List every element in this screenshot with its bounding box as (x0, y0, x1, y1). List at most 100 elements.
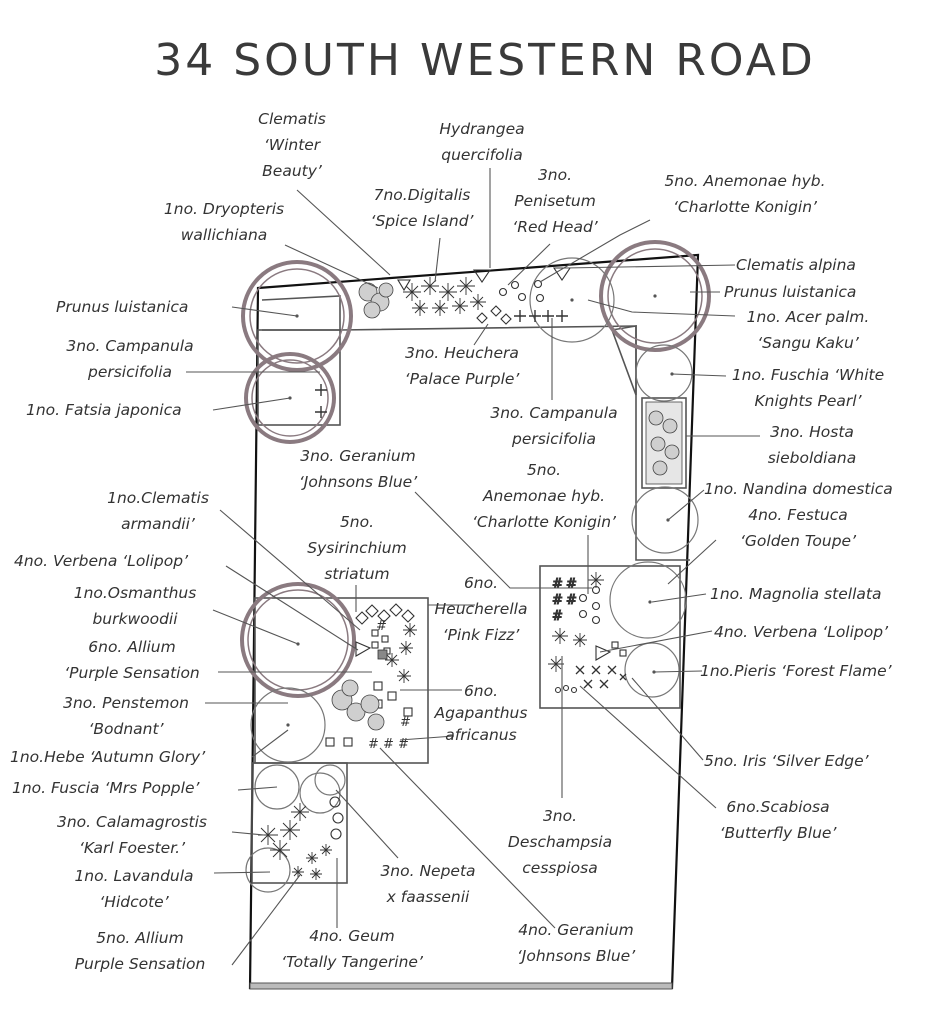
svg-text:#: # (383, 737, 394, 752)
plant-label-line: 4no. Geranium (518, 921, 634, 939)
plant-label-line: 6no.Scabiosa (726, 798, 829, 816)
plant-label-line: 1no. Lavandula (74, 867, 193, 885)
plant-label-line: 5no. Anemonae hyb. (664, 172, 825, 190)
plant-label-festuca: 4no. Festuca‘Golden Toupe’ (740, 506, 857, 550)
plant-label-line: Prunus luistanica (724, 283, 856, 301)
plant-label-line: ‘Charlotte Konigin’ (673, 198, 818, 216)
plant-label-geranium-top: 3no. Geranium ‘Johnsons Blue’ (299, 447, 418, 491)
plant-label-line: 5no. Iris ‘Silver Edge’ (704, 752, 870, 770)
plant-label-line: 4no. Geum (309, 927, 395, 945)
plant-label-line: 3no. (538, 166, 572, 184)
prunus-right-canopy (599, 240, 711, 352)
plant-label-line: 4no. Verbena ‘Lolipop’ (714, 623, 889, 641)
plant-label-line: 6no. (464, 574, 498, 592)
plant-label-line: ‘Red Head’ (512, 218, 599, 236)
plant-label-line: ‘Sangu Kaku’ (757, 334, 860, 352)
svg-text:#: # (376, 619, 387, 634)
acer-canopy (529, 257, 615, 343)
plant-label-heuchera: 3no. Heuchera‘Palace Purple’ (405, 344, 521, 388)
fuschia-white-canopy (635, 344, 693, 402)
plant-label-magnolia: 1no. Magnolia stellata (710, 585, 881, 603)
plant-symbols: # # # # # (258, 267, 683, 880)
plant-label-line: 3no. Geranium (300, 447, 416, 465)
plant-label-line: 3no. Calamagrostis (57, 813, 207, 831)
plant-label-penstemon: 3no. Penstemon‘Bodnant’ (63, 694, 189, 738)
plant-label-line: 1no.Clematis (107, 489, 209, 507)
plant-label-lavandula: 1no. Lavandula‘Hidcote’ (74, 867, 193, 911)
plant-label-geranium-bottom: 4no. Geranium‘Johnsons Blue’ (517, 921, 636, 965)
fuscia-popple-canopy (254, 764, 300, 810)
plant-label-line: wallichiana (181, 226, 268, 244)
svg-text:#: # (566, 577, 577, 592)
plant-label-line: 1no. Fuschia ‘White (732, 366, 884, 384)
dryopteris-foliage (358, 282, 394, 319)
plant-label-line: persicifolia (87, 363, 172, 381)
plant-label-line: Anemonae hyb. (482, 487, 605, 505)
plant-label-line: ‘Charlotte Konigin’ (472, 513, 617, 531)
osmanthus-canopy (240, 582, 356, 698)
plant-label-line: 5no. (527, 461, 561, 479)
plant-label-line: 4no. Festuca (748, 506, 847, 524)
plant-label-line: burkwoodii (92, 610, 178, 628)
plant-label-line: Purple Sensation (75, 955, 206, 973)
tree-canopies (240, 240, 711, 893)
plant-label-line: cesspiosa (522, 859, 597, 877)
planting-beds (251, 295, 690, 884)
plant-label-line: Prunus luistanica (56, 298, 188, 316)
plant-label-pieris: 1no.Pieris ‘Forest Flame’ (700, 662, 893, 680)
plant-label-line: 1no.Hebe ‘Autumn Glory’ (10, 748, 206, 766)
plant-label-geum: 4no. Geum ‘Totally Tangerine’ (281, 927, 424, 971)
garden-boundary (248, 253, 700, 990)
plant-label-acer: 1no. Acer palm.‘Sangu Kaku’ (747, 308, 870, 352)
plant-label-line: striatum (324, 565, 389, 583)
fatsia-canopy (244, 352, 336, 444)
plant-label-line: 1no.Pieris ‘Forest Flame’ (700, 662, 893, 680)
plant-label-line: ‘Totally Tangerine’ (281, 953, 424, 971)
plant-label-line: 3no. Penstemon (63, 694, 189, 712)
plant-label-line: Knights Pearl’ (754, 392, 862, 410)
plant-label-digitalis: 7no.Digitalis‘Spice Island’ (371, 186, 475, 230)
prunus-left-canopy (241, 260, 353, 372)
magnolia-canopy (609, 561, 687, 639)
plant-label-iris: 5no. Iris ‘Silver Edge’ (704, 752, 870, 770)
plant-label-line: 7no.Digitalis (374, 186, 471, 204)
plant-label-line: 3no. Campanula (490, 404, 617, 422)
plant-label-campanula-mid: 3no. Campanula persicifolia (490, 404, 617, 448)
agapanthus-foliage (331, 679, 385, 731)
svg-text:#: # (566, 593, 577, 608)
plant-label-line: 1no. Fuscia ‘Mrs Popple’ (12, 779, 200, 797)
svg-text:#: # (398, 737, 409, 752)
plant-label-line: Hydrangea (439, 120, 524, 138)
svg-text:#: # (400, 715, 411, 730)
nandina-canopy (631, 486, 699, 554)
plant-label-line: Beauty’ (262, 162, 323, 180)
plant-label-verbena-left: 4no. Verbena ‘Lolipop’ (14, 552, 189, 570)
plant-label-line: ‘Johnsons Blue’ (299, 473, 418, 491)
plant-label-line: ‘Purple Sensation (64, 664, 200, 682)
plant-label-line: persicifolia (511, 430, 596, 448)
leader-lines (186, 168, 760, 966)
svg-text:#: # (552, 609, 563, 624)
plant-label-line: africanus (445, 726, 516, 744)
plant-label-allium-top: 6no. Allium‘Purple Sensation (64, 638, 200, 682)
plant-label-verbena-right: 4no. Verbena ‘Lolipop’ (714, 623, 889, 641)
plant-label-line: ‘Butterfly Blue’ (720, 824, 838, 842)
svg-text:#: # (368, 737, 379, 752)
plant-label-line: Heucherella (435, 600, 528, 618)
plant-label-fuscia-popple: 1no. Fuscia ‘Mrs Popple’ (12, 779, 200, 797)
plant-label-line: 5no. Allium (96, 929, 183, 947)
plant-label-anemone-top: 5no. Anemonae hyb. ‘Charlotte Konigin’ (664, 172, 825, 216)
plant-label-nandina: 1no. Nandina domestica (704, 480, 893, 498)
plant-label-line: Penisetum (514, 192, 596, 210)
plant-label-line: ‘Palace Purple’ (405, 370, 521, 388)
plant-label-line: ‘Pink Fizz’ (443, 626, 521, 644)
